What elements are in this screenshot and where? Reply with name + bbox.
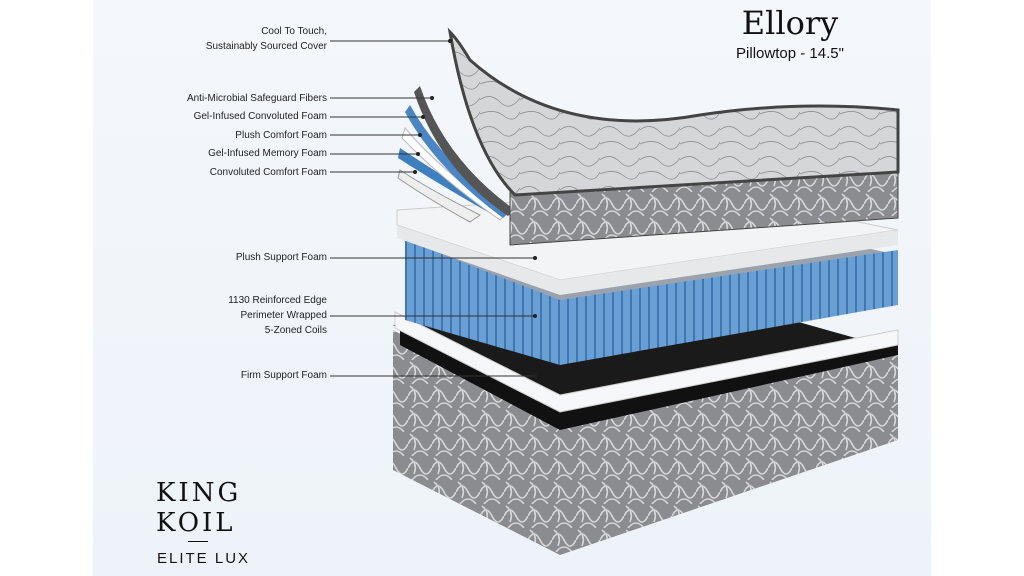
- product-title: Ellory: [741, 4, 839, 42]
- label-convoluted-comfort-foam: Convoluted Comfort Foam: [209, 167, 327, 178]
- firm-support-foam: [394, 311, 899, 413]
- brand-logo-line1: KING: [156, 478, 242, 508]
- label-line: Cool To Touch,: [261, 26, 327, 37]
- leader-lines: [330, 40, 535, 377]
- label-plush-support-foam: Plush Support Foam: [235, 252, 327, 263]
- label-plush-comfort-foam: Plush Comfort Foam: [235, 130, 327, 141]
- label-line: 1130 Reinforced Edge: [228, 295, 327, 306]
- brand-divider: [188, 541, 208, 542]
- product-subtitle: Pillowtop - 14.5": [736, 45, 844, 62]
- label-fibers: Anti-Microbial Safeguard Fibers: [186, 93, 327, 104]
- label-gel-memory-foam: Gel-Infused Memory Foam: [208, 148, 327, 159]
- label-firm-support-foam: Firm Support Foam: [240, 370, 327, 381]
- convoluted-comfort-foam: [397, 169, 481, 223]
- label-line: 5-Zoned Coils: [264, 325, 327, 336]
- brand-logo-line2: KOIL: [156, 508, 236, 538]
- label-line: Sustainably Sourced Cover: [205, 41, 327, 52]
- brand-logo-line3: ELITE LUX: [157, 550, 251, 567]
- label-cover: Cool To Touch, Sustainably Sourced Cover: [206, 24, 327, 54]
- label-gel-convoluted-foam: Gel-Infused Convoluted Foam: [193, 111, 327, 122]
- pillowtop-cover: [447, 27, 900, 197]
- label-line: Perimeter Wrapped: [240, 310, 327, 321]
- safeguard-fibers: [414, 86, 515, 216]
